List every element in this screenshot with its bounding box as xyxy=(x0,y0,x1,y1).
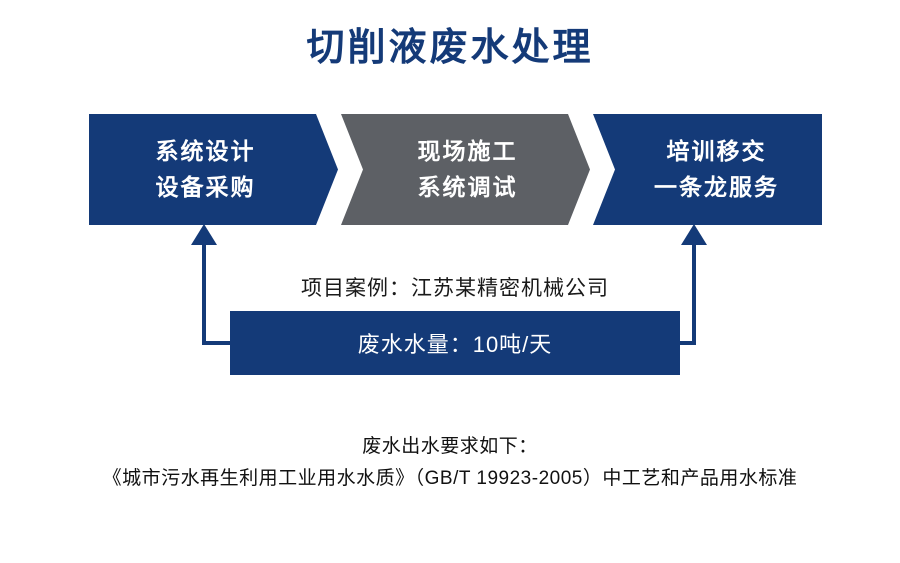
process-step-2-line1: 现场施工 xyxy=(417,137,518,164)
process-step-1-line1: 系统设计 xyxy=(155,137,256,164)
effluent-requirement-heading: 废水出水要求如下： xyxy=(362,436,538,457)
connector-line-right xyxy=(680,238,696,345)
process-step-training-handover[interactable]: 培训移交 一条龙服务 xyxy=(593,114,822,225)
process-step-1-line2: 设备采购 xyxy=(155,173,256,200)
process-step-construction-commissioning[interactable]: 现场施工 系统调试 xyxy=(341,114,590,225)
connector-line-left xyxy=(202,238,230,345)
connector-arrowhead-left xyxy=(191,224,217,245)
connector-arrowhead-right xyxy=(681,224,707,245)
process-step-2-line2: 系统调试 xyxy=(417,173,518,200)
case-caption: 项目案例：江苏某精密机械公司 xyxy=(301,277,609,300)
process-step-3-line2: 一条龙服务 xyxy=(654,173,779,200)
process-step-3-line1: 培训移交 xyxy=(666,137,767,164)
page-title: 切削液废水处理 xyxy=(306,27,594,69)
wastewater-volume-label: 废水水量：10吨/天 xyxy=(357,332,553,357)
wastewater-volume-bar: 废水水量：10吨/天 xyxy=(230,311,680,375)
effluent-standard-text: 《城市污水再生利用工业用水水质》（GB/T 19923-2005）中工艺和产品用… xyxy=(102,468,798,489)
process-step-design-procurement[interactable]: 系统设计 设备采购 xyxy=(89,114,338,225)
